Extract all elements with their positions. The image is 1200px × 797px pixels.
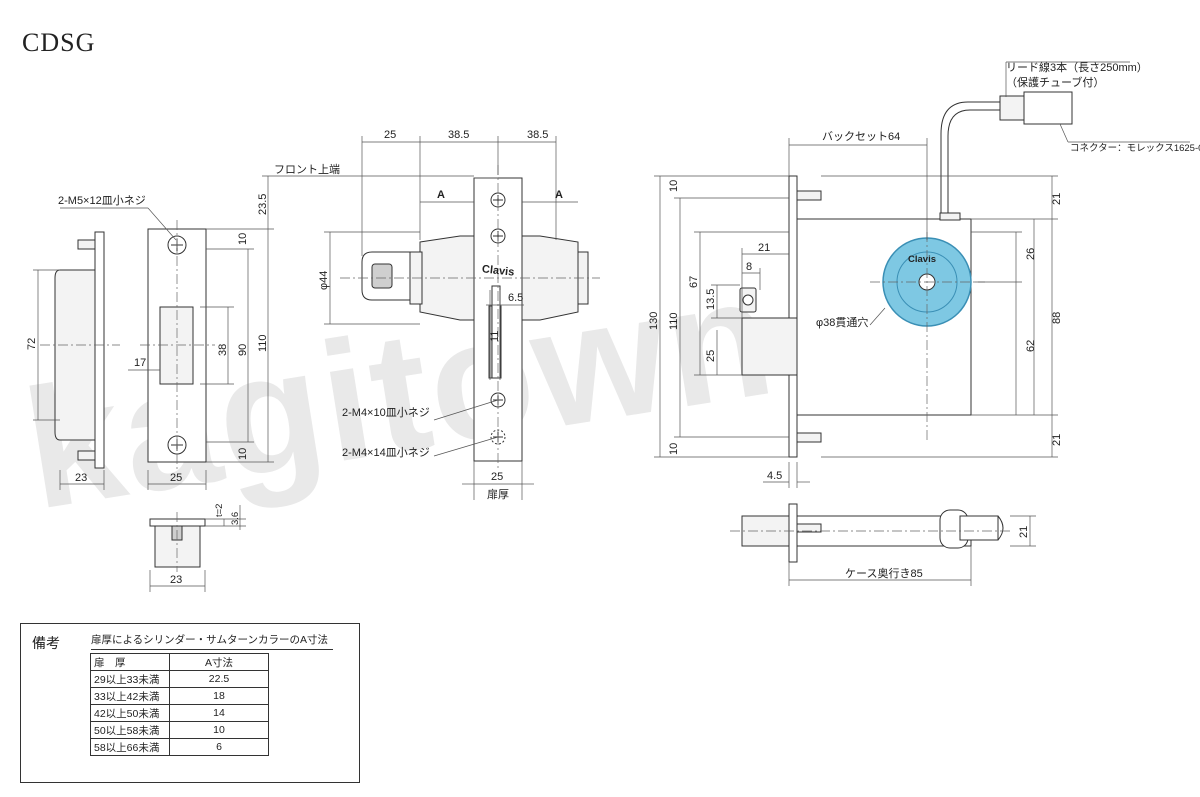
brand-clavis-cylinder: Clavis [908, 254, 936, 265]
dim-90: 90 [237, 344, 249, 356]
brand-clavis: Clavis [481, 263, 514, 278]
column-header-door: 扉 厚 [90, 653, 170, 671]
dim-right-21-mid: 21 [758, 242, 770, 254]
dim-4-5: 4.5 [767, 470, 782, 482]
dim-right-10-top: 10 [668, 180, 680, 192]
dim-38: 38 [217, 344, 229, 356]
dim-mid-25: 25 [384, 129, 396, 141]
dim-mid-38-5-right: 38.5 [527, 129, 548, 141]
notes-box: 備考 扉厚によるシリンダー・サムターンカラーのA寸法 扉 厚 A寸法 29以上3… [20, 623, 360, 783]
dim-13-5: 13.5 [705, 289, 717, 310]
lock-side-dimensions: 25 38.5 38.5 A A φ44 6.5 11 25 扉厚 フロント上端… [274, 129, 578, 501]
label-screw-strike: 2-M5×12皿小ネジ [58, 194, 146, 207]
label-a-right: A [555, 189, 563, 201]
cell-door: 29以上33未満 [90, 670, 170, 688]
dim-right-21-bottom: 21 [1051, 434, 1063, 446]
dim-62: 62 [1025, 340, 1037, 352]
dim-8: 8 [746, 261, 752, 273]
dim-88: 88 [1051, 312, 1063, 324]
strike-side-view [40, 231, 120, 469]
dim-3-6: 3.6 [230, 512, 241, 525]
dim-110: 110 [257, 334, 269, 352]
dim-26: 26 [1025, 248, 1037, 260]
dim-t2: t=2 [214, 504, 225, 517]
cell-door: 33以上42未満 [90, 687, 170, 705]
label-door-thickness: 扉厚 [487, 488, 509, 501]
label-screw-m4-10: 2-M4×10皿小ネジ [342, 406, 430, 419]
dim-mid-38-5-left: 38.5 [448, 129, 469, 141]
label-lead-wire-1: リード線3本（長さ250mm） [1006, 60, 1148, 74]
table-header-row: 扉 厚 A寸法 [90, 653, 269, 671]
cell-door: 58以上66未満 [90, 738, 170, 756]
dim-phi44: φ44 [318, 271, 330, 290]
dim-right-25: 25 [705, 350, 717, 362]
dim-right-21-top: 21 [1051, 193, 1063, 205]
label-connector: コネクター：モレックス1625-09P1 [1070, 143, 1200, 154]
cell-door: 50以上58未満 [90, 721, 170, 739]
dim-23: 23 [75, 472, 87, 484]
cell-a: 18 [169, 687, 269, 705]
lock-front-dimensions: バックセット64 130 10 110 10 67 13.5 25 21 8 2… [648, 60, 1200, 488]
dim-right-110: 110 [668, 312, 680, 330]
dim-130: 130 [648, 312, 660, 330]
dim-23-5: 23.5 [257, 194, 269, 215]
dim-72: 72 [26, 338, 38, 350]
label-a-left: A [437, 189, 445, 201]
dim-25: 25 [170, 472, 182, 484]
dim-right-10-bottom: 10 [668, 443, 680, 455]
dim-plate-23: 23 [170, 574, 182, 586]
strike-dimensions: 72 23 25 17 38 90 10 10 110 23.5 2-M5×12… [26, 175, 360, 490]
table-row: 42以上50未満 14 [90, 704, 269, 722]
dim-67: 67 [688, 276, 700, 288]
cell-a: 22.5 [169, 670, 269, 688]
dim-6-5: 6.5 [508, 292, 523, 304]
strike-plate-view: 23 t=2 3.6 [149, 504, 246, 592]
notes-heading: 扉厚によるシリンダー・サムターンカラーのA寸法 [91, 632, 333, 650]
label-lead-wire-2: （保護チューブ付） [1006, 75, 1104, 89]
label-backset: バックセット64 [822, 130, 900, 143]
a-dimension-table: 扉 厚 A寸法 29以上33未満 22.5 33以上42未満 18 42以上50… [90, 653, 269, 756]
label-through-hole: φ38貫通穴 [816, 315, 868, 329]
cell-door: 42以上50未満 [90, 704, 170, 722]
dim-bottom-21: 21 [1018, 526, 1030, 538]
table-row: 58以上66未満 6 [90, 738, 269, 756]
table-row: 50以上58未満 10 [90, 721, 269, 739]
lock-side-view: Clavis [340, 165, 600, 470]
notes-label: 備考 [32, 635, 60, 651]
cell-a: 14 [169, 704, 269, 722]
dim-11: 11 [489, 331, 501, 342]
strike-front-view [140, 220, 215, 472]
cell-a: 6 [169, 738, 269, 756]
column-header-a: A寸法 [169, 653, 269, 671]
lock-bottom-view: 21 ケース奥行き85 [730, 503, 1036, 586]
table-row: 29以上33未満 22.5 [90, 670, 269, 688]
dim-10-top: 10 [237, 233, 249, 245]
label-screw-m4-14: 2-M4×14皿小ネジ [342, 446, 430, 459]
dim-mid-25-bottom: 25 [491, 471, 503, 483]
dim-17: 17 [134, 357, 146, 369]
lock-front-view: Clavis [739, 91, 1073, 458]
label-front-top: フロント上端 [274, 163, 340, 176]
cell-a: 10 [169, 721, 269, 739]
dim-10-bottom: 10 [237, 448, 249, 460]
table-row: 33以上42未満 18 [90, 687, 269, 705]
drawing-title: CDSG [22, 28, 96, 57]
label-case-depth: ケース奥行き85 [845, 566, 923, 580]
